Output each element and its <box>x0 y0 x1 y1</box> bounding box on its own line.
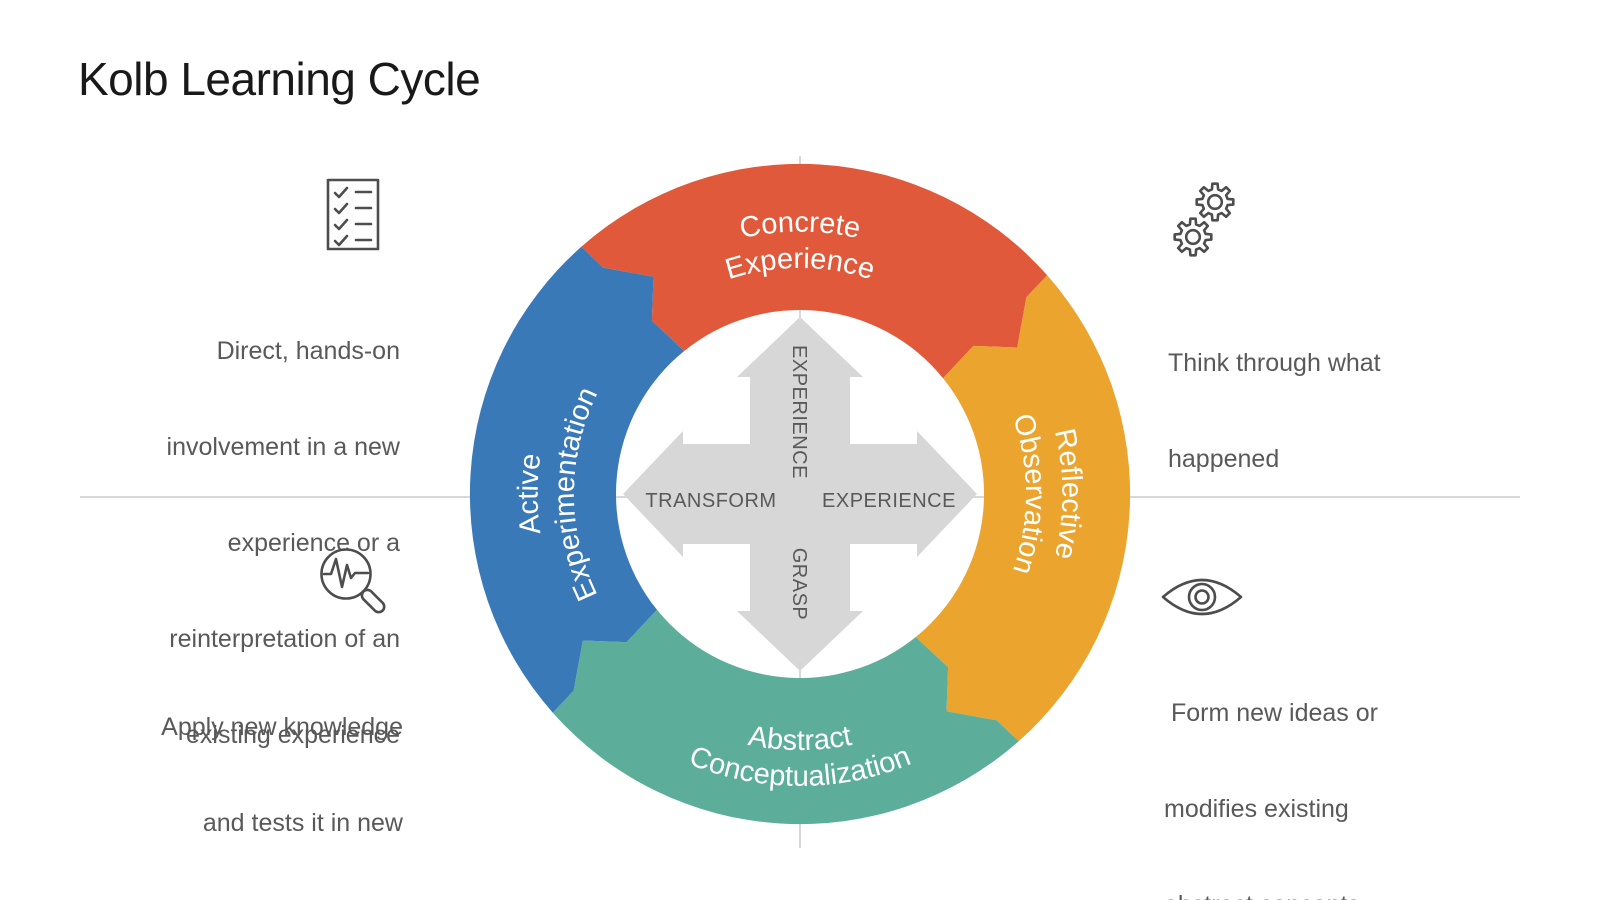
note-active-experimentation: Apply new knowledge and tests it in new … <box>123 647 403 900</box>
cross-label-top: EXPERIENCE <box>788 345 810 479</box>
note-line: and tests it in new <box>202 809 403 837</box>
checklist-icon <box>326 178 380 251</box>
note-line: involvement in a new <box>166 433 400 461</box>
note-line: Direct, hands-on <box>216 337 400 365</box>
label-concrete-experience: Concrete <box>737 207 863 245</box>
segment-active-experimentation <box>469 246 685 713</box>
label-abstract-conceptualization: Abstract <box>746 720 854 757</box>
segment-concrete-experience <box>581 163 1048 379</box>
label-active-experimentation: Active <box>513 452 548 536</box>
note-line: reinterpretation of an <box>169 625 400 653</box>
note-line: Form new ideas or <box>1164 699 1378 727</box>
four-way-arrow <box>623 317 977 671</box>
note-line: happened <box>1168 445 1280 473</box>
note-line: modifies existing <box>1164 795 1349 823</box>
note-abstract-conceptualization: Form new ideas or modifies existing abst… <box>1164 633 1444 900</box>
note-line: existing experience <box>185 721 400 749</box>
note-line: experience or a <box>227 529 400 557</box>
note-concrete-experience: Direct, hands-on involvement in a new ex… <box>120 271 400 815</box>
note-line: Think through what <box>1168 349 1381 377</box>
page-title: Kolb Learning Cycle <box>78 53 481 105</box>
eye-icon <box>1161 578 1243 616</box>
cross-label-left: TRANSFORM <box>645 490 776 512</box>
magnifier-pulse-icon <box>320 548 386 614</box>
note-line: Apply new knowledge <box>161 713 403 741</box>
segment-reflective-observation <box>915 275 1131 742</box>
note-line: abstract concepts <box>1164 889 1444 900</box>
cross-label-bottom: GRASP <box>788 548 810 621</box>
segment-abstract-conceptualization <box>552 609 1019 825</box>
cross-labels: EXPERIENCE EXPERIENCE GRASP TRANSFORM <box>645 345 956 621</box>
gears-icon <box>1173 182 1235 257</box>
cross-label-right: EXPERIENCE <box>822 490 956 512</box>
cycle-ring <box>469 163 1131 825</box>
note-reflective-observation: Think through what happened <box>1168 283 1468 539</box>
